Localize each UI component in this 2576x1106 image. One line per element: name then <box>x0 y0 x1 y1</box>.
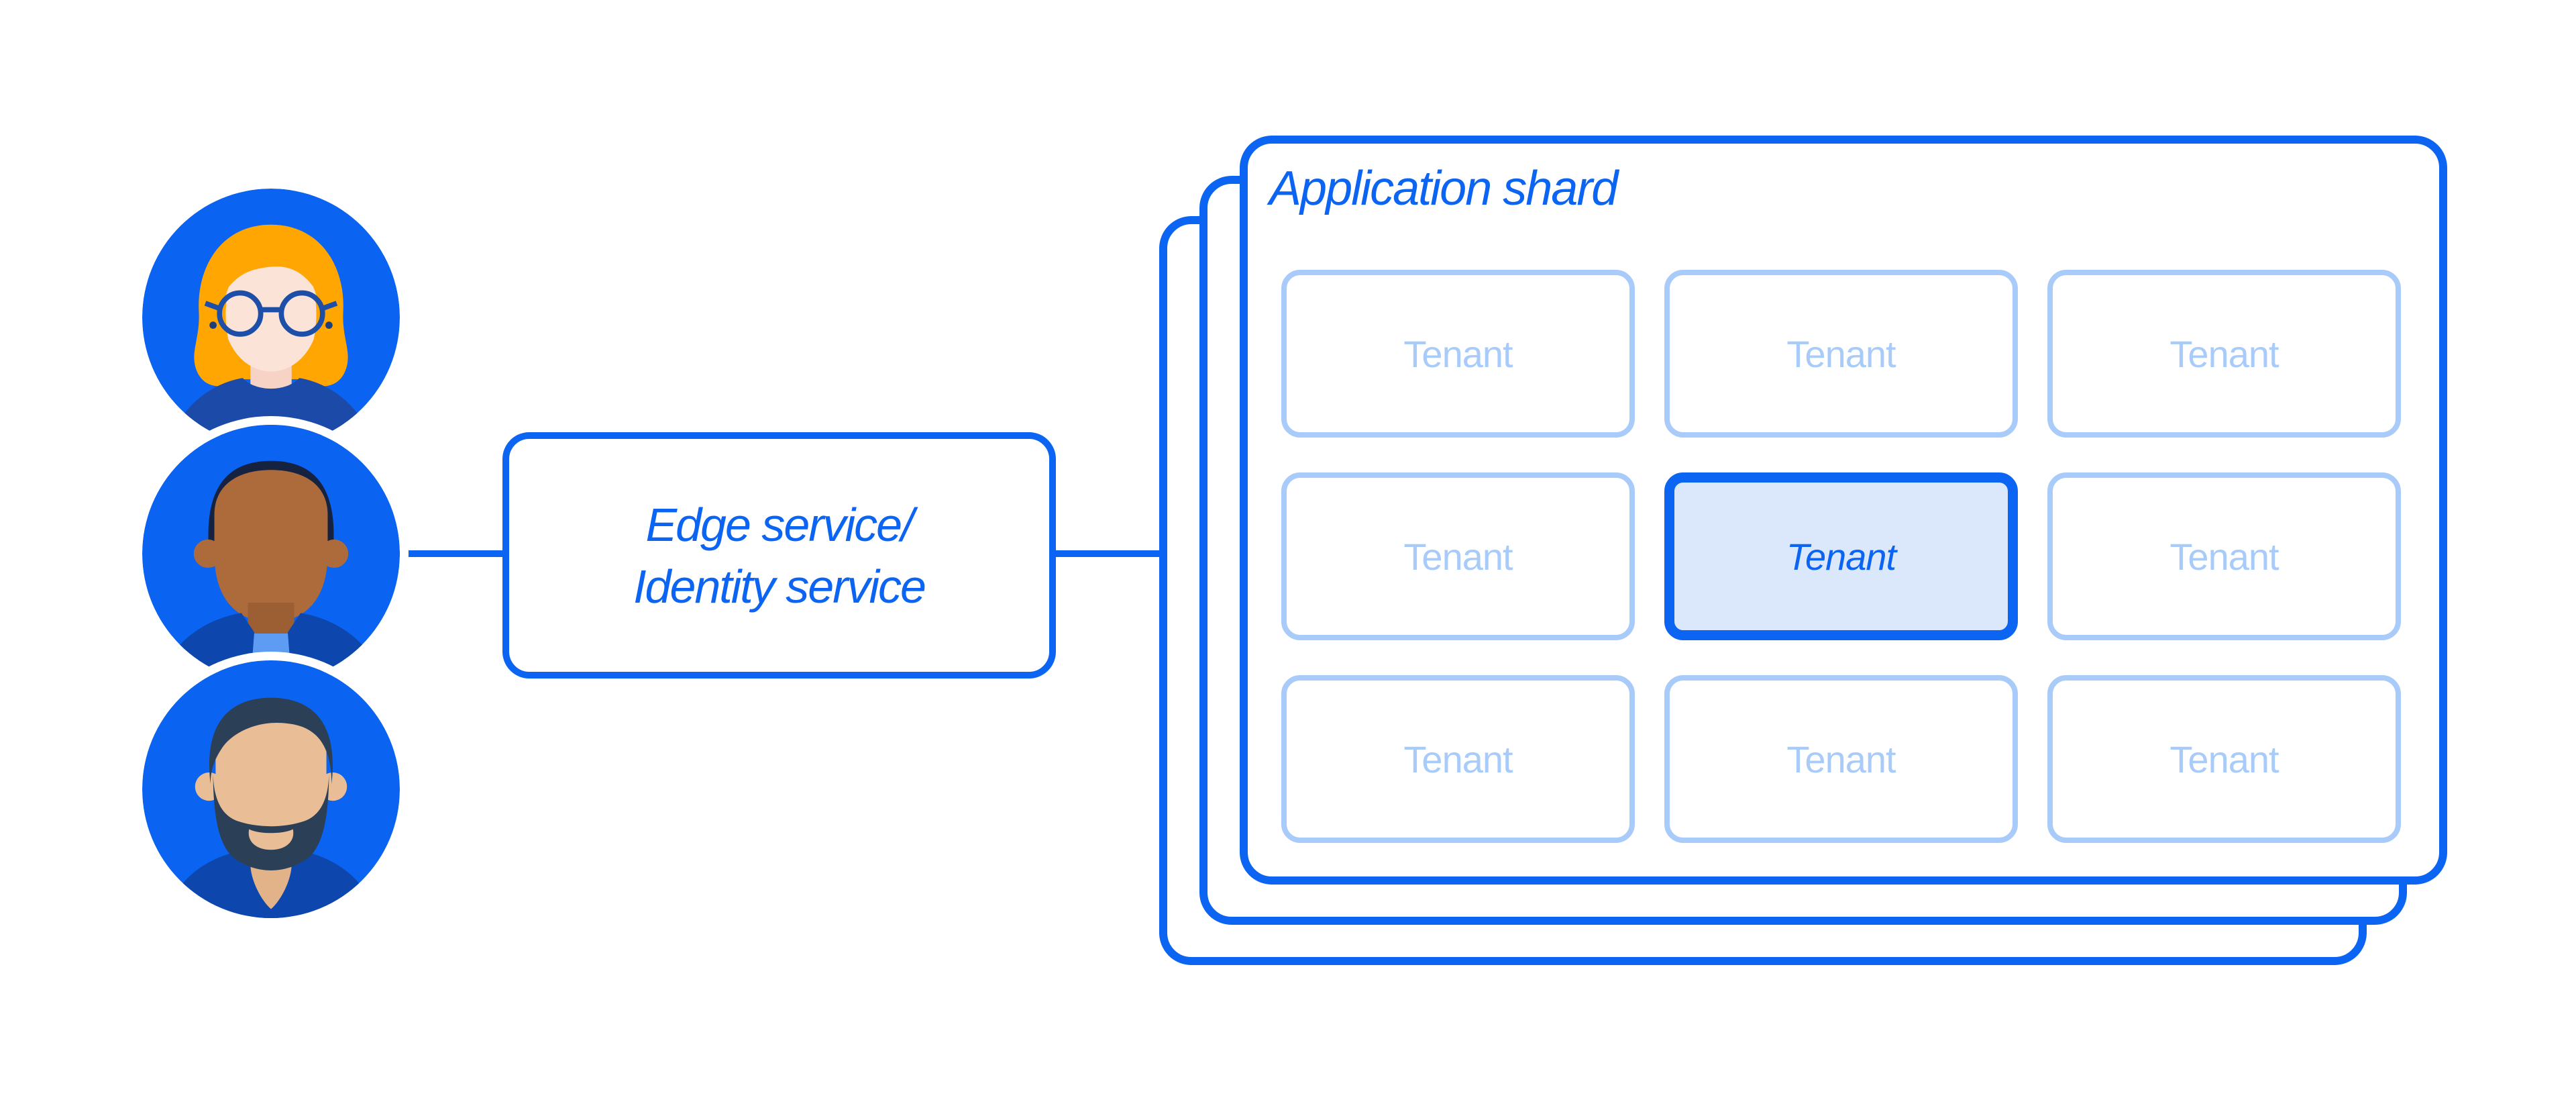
application-shard-card-front: Application shard Tenant Tenant Tenant T… <box>1240 136 2447 885</box>
avatar-woman-glasses-icon <box>142 189 400 446</box>
user-avatar-man <box>142 425 400 683</box>
shard-title: Application shard <box>1269 162 1618 215</box>
edge-service-label-line1: Edge service/ <box>645 498 914 551</box>
tenant-box-highlighted: Tenant <box>1664 472 2018 640</box>
avatar-man-beard-icon <box>142 660 400 918</box>
tenant-box: Tenant <box>2047 270 2401 438</box>
tenant-grid: Tenant Tenant Tenant Tenant Tenant Tenan… <box>1281 270 2401 843</box>
connector-users-edge <box>397 550 504 557</box>
avatar-man-icon <box>142 425 400 683</box>
tenant-box: Tenant <box>1281 675 1635 843</box>
tenant-box: Tenant <box>1664 675 2018 843</box>
tenant-box: Tenant <box>2047 472 2401 640</box>
connector-edge-shard <box>1053 550 1167 557</box>
tenant-box: Tenant <box>1281 270 1635 438</box>
edge-service-label-line2: Identity service <box>633 560 926 613</box>
user-avatar-man-beard <box>142 660 400 918</box>
user-avatar-woman <box>142 189 400 446</box>
edge-identity-service-node: Edge service/ Identity service <box>502 432 1056 678</box>
tenant-box: Tenant <box>1281 472 1635 640</box>
tenant-box: Tenant <box>1664 270 2018 438</box>
tenant-box: Tenant <box>2047 675 2401 843</box>
